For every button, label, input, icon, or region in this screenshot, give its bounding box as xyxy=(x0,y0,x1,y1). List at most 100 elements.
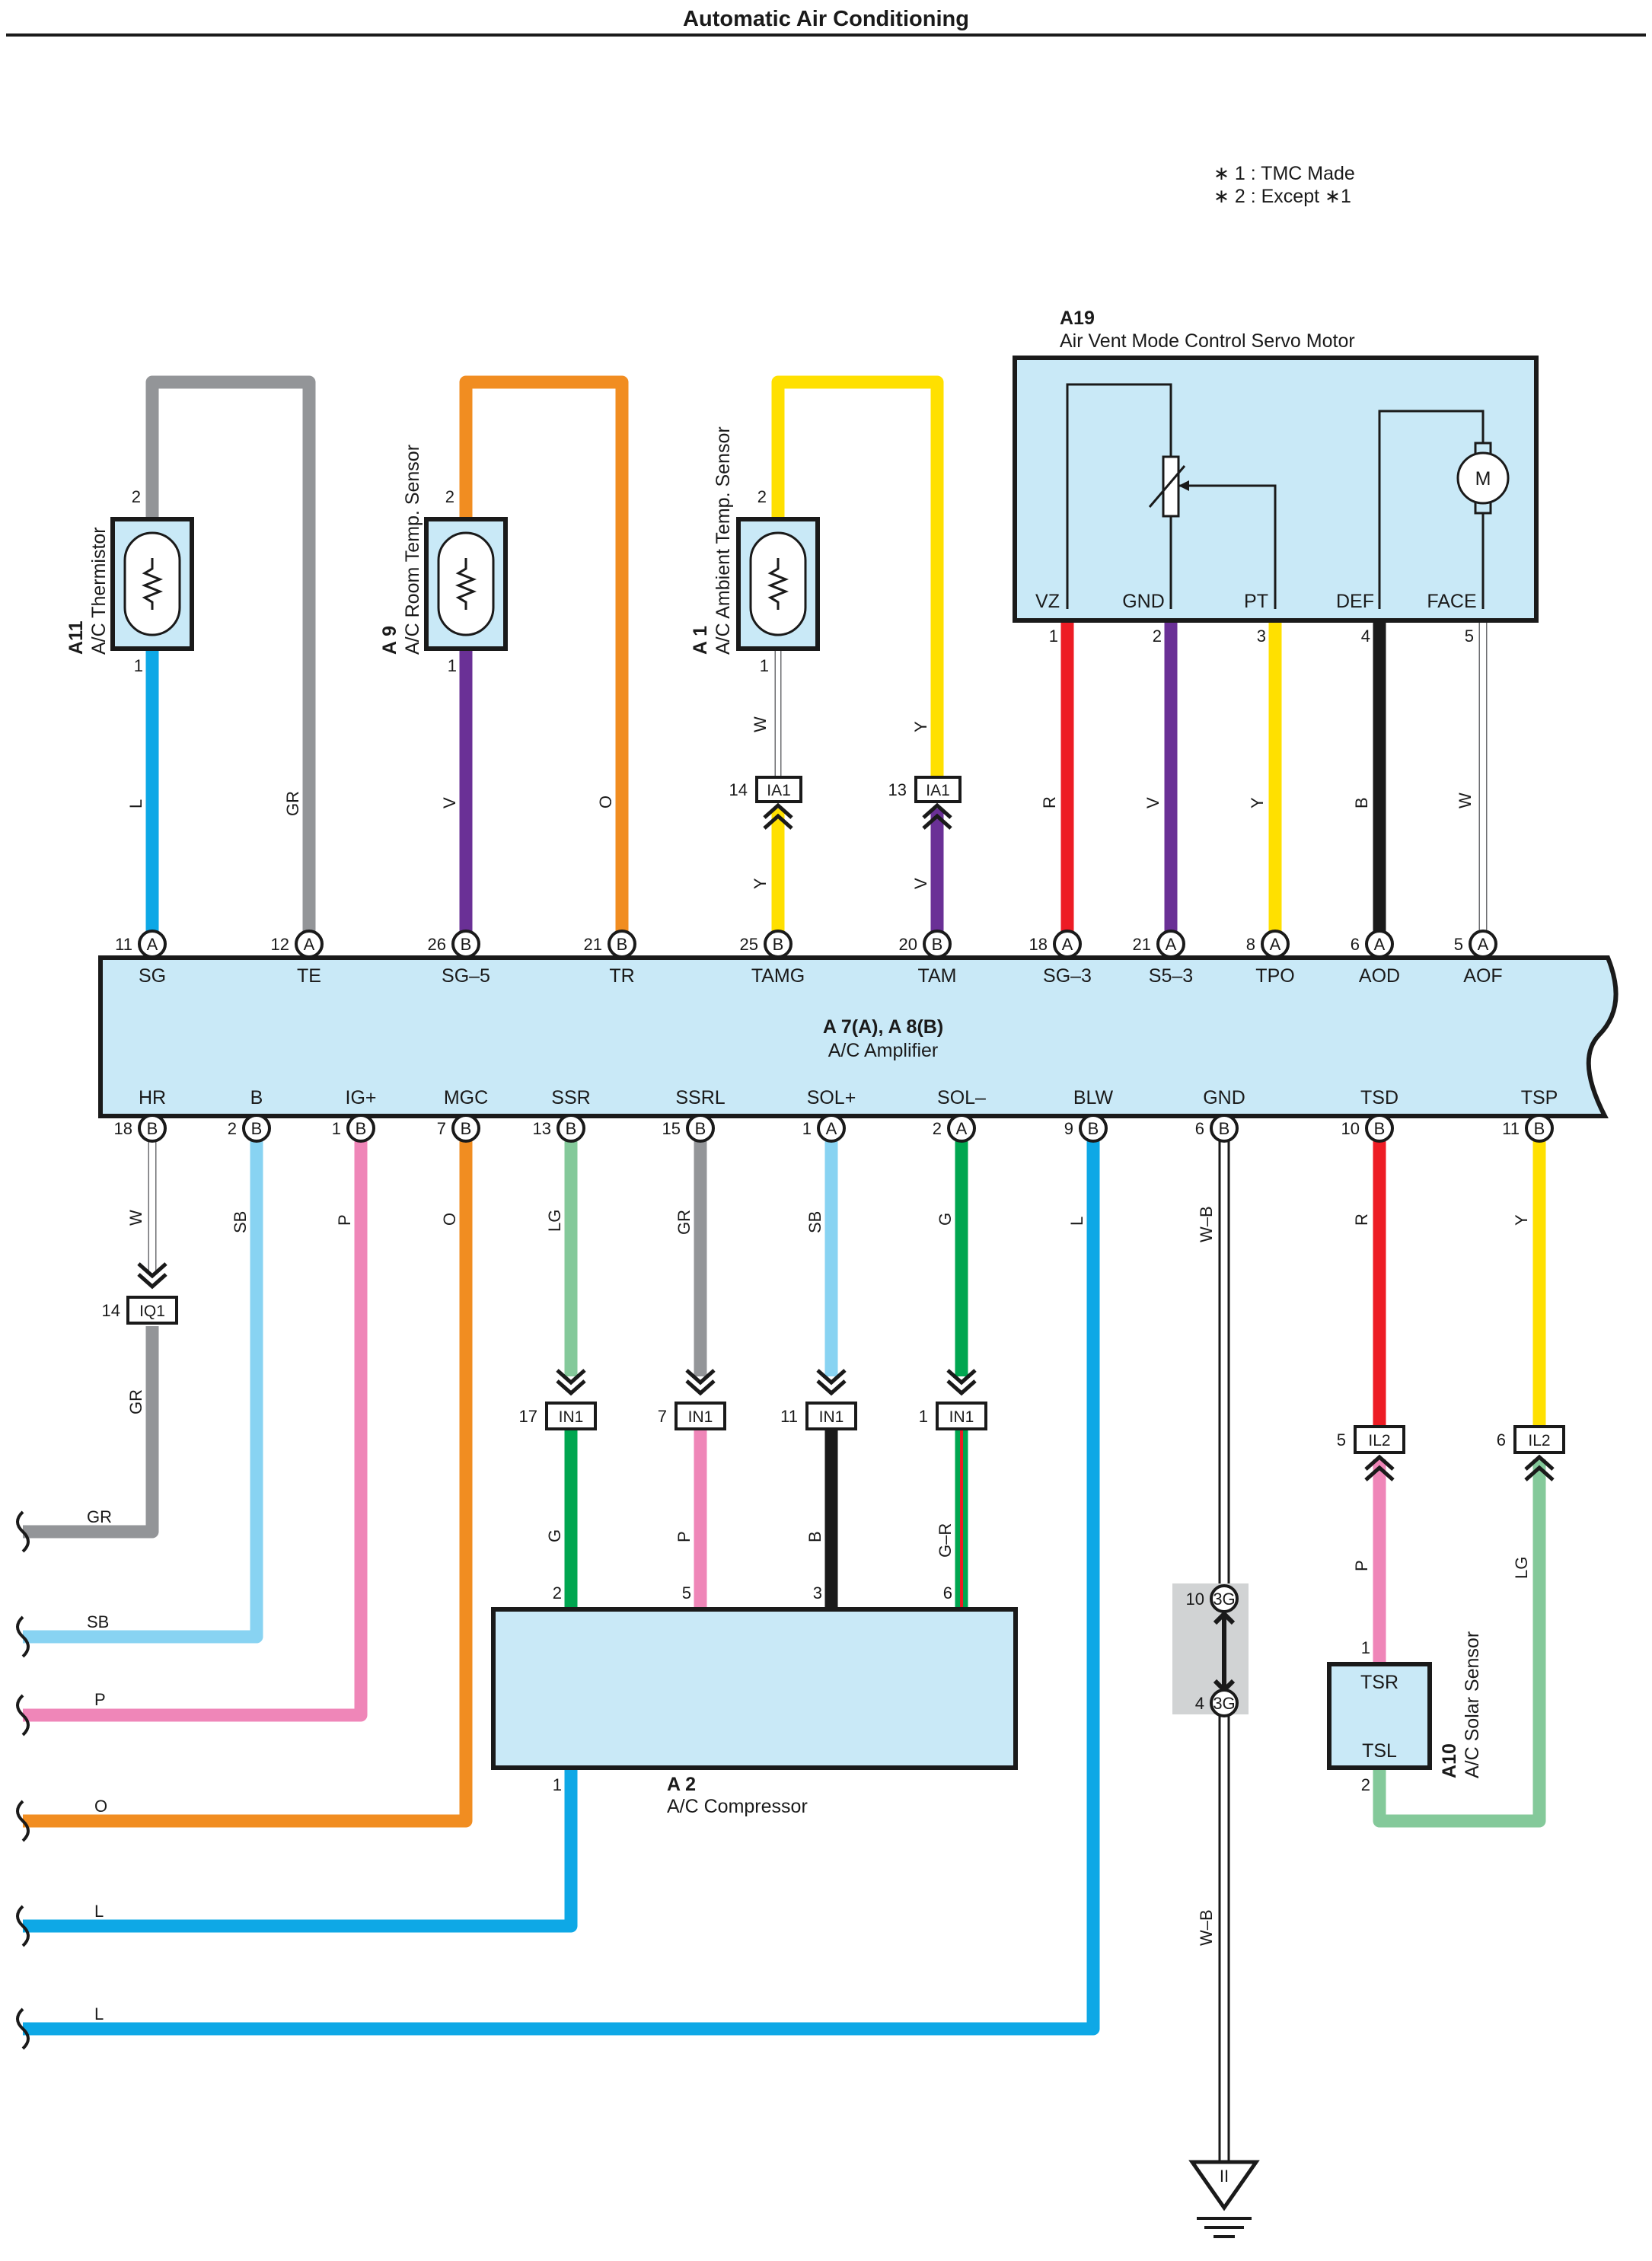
note-1: ∗ 1 : TMC Made xyxy=(1213,163,1355,184)
svg-text:2: 2 xyxy=(132,487,141,506)
svg-text:6: 6 xyxy=(1351,935,1360,954)
svg-text:SSR: SSR xyxy=(551,1087,590,1108)
svg-text:L: L xyxy=(94,1902,104,1921)
svg-text:L: L xyxy=(94,2004,104,2023)
svg-text:IN1: IN1 xyxy=(559,1408,584,1426)
svg-text:7: 7 xyxy=(658,1407,667,1426)
svg-text:R: R xyxy=(1040,796,1059,808)
svg-text:O: O xyxy=(596,796,615,808)
svg-text:A: A xyxy=(1270,935,1281,954)
svg-text:TSR: TSR xyxy=(1360,1672,1398,1693)
svg-text:LG: LG xyxy=(545,1210,564,1232)
terminal-tam: B 20 TAM xyxy=(899,930,956,987)
chevron-up-icon xyxy=(1364,1454,1395,1481)
svg-text:SB: SB xyxy=(231,1211,250,1233)
junction-il2-6: IL2 6 xyxy=(1497,1425,1565,1481)
svg-text:Air Vent Mode Control Servo Mo: Air Vent Mode Control Servo Motor xyxy=(1060,330,1355,352)
svg-text:PT: PT xyxy=(1244,591,1268,612)
svg-text:GR: GR xyxy=(87,1507,112,1526)
svg-text:11: 11 xyxy=(780,1407,798,1426)
svg-text:W–B: W–B xyxy=(1197,1206,1216,1242)
svg-text:P: P xyxy=(335,1214,354,1226)
svg-text:B: B xyxy=(773,935,784,954)
svg-text:IA1: IA1 xyxy=(926,782,950,799)
svg-text:13: 13 xyxy=(888,780,907,799)
svg-text:IN1: IN1 xyxy=(819,1408,844,1426)
svg-text:SOL–: SOL– xyxy=(937,1087,986,1108)
svg-text:4: 4 xyxy=(1361,627,1370,646)
svg-text:GR: GR xyxy=(283,791,302,816)
compressor-a2: 2 5 3 6 1 A 2 A/C Compressor xyxy=(491,1583,1018,1817)
svg-text:B: B xyxy=(251,1119,263,1138)
svg-text:SB: SB xyxy=(87,1612,109,1631)
svg-text:A19: A19 xyxy=(1060,308,1095,329)
ground-icon xyxy=(1188,2160,1260,2212)
svg-text:2: 2 xyxy=(553,1583,562,1602)
svg-text:W–B: W–B xyxy=(1197,1909,1216,1946)
svg-text:A/C Compressor: A/C Compressor xyxy=(667,1796,808,1817)
junction-in1-7: IN1 7 xyxy=(658,1369,726,1430)
svg-text:GR: GR xyxy=(126,1389,145,1414)
svg-text:GND: GND xyxy=(1203,1087,1245,1108)
amplifier-bottom-terminals: HR B 18 B B 2 IG+ B 1 MGC B 7 SSR B 13 xyxy=(114,1087,1558,1143)
svg-text:A/C Ambient Temp. Sensor: A/C Ambient Temp. Sensor xyxy=(713,426,734,655)
svg-text:2: 2 xyxy=(1153,627,1162,646)
terminal-solp: SOL+ A 1 xyxy=(802,1087,856,1143)
junction-ia1-13: IA1 13 xyxy=(888,776,962,830)
sensor-a11: 2 1 A11 A/C Thermistor xyxy=(65,487,194,675)
svg-text:B: B xyxy=(566,1119,577,1138)
wire-labels: L GR V O W Y Y V R V Y B W W GR SB P O L… xyxy=(87,716,1531,2023)
junction-in1-11: IN1 11 xyxy=(780,1369,857,1430)
terminal-solm: SOL– A 2 xyxy=(933,1087,986,1143)
junction-in1-1: IN1 1 xyxy=(919,1369,987,1430)
svg-text:B: B xyxy=(805,1531,824,1542)
terminal-b: B B 2 xyxy=(228,1087,271,1143)
svg-text:25: 25 xyxy=(740,935,758,954)
svg-text:VZ: VZ xyxy=(1035,591,1060,612)
svg-text:A/C Thermistor: A/C Thermistor xyxy=(88,527,110,655)
junction-ia1-14: IA1 14 xyxy=(729,776,802,830)
svg-text:A: A xyxy=(1062,935,1073,954)
junction-il2-5: IL2 5 xyxy=(1337,1425,1405,1481)
svg-text:13: 13 xyxy=(533,1119,551,1138)
svg-text:SG: SG xyxy=(139,965,166,987)
svg-text:TR: TR xyxy=(609,965,634,987)
svg-text:A 9: A 9 xyxy=(379,626,400,655)
svg-text:B: B xyxy=(461,1119,472,1138)
svg-text:SSRL: SSRL xyxy=(675,1087,725,1108)
svg-text:21: 21 xyxy=(1133,935,1151,954)
svg-text:2: 2 xyxy=(228,1119,237,1138)
svg-text:GND: GND xyxy=(1122,591,1165,612)
terminal-sg5: B 26 SG–5 xyxy=(428,930,490,987)
svg-text:B: B xyxy=(1374,1119,1386,1138)
svg-text:1: 1 xyxy=(448,656,457,675)
svg-text:3G: 3G xyxy=(1213,1694,1235,1713)
svg-text:LG: LG xyxy=(1512,1557,1531,1579)
chevron-up-icon xyxy=(1524,1454,1555,1481)
svg-text:G–R: G–R xyxy=(936,1523,955,1558)
svg-text:2: 2 xyxy=(933,1119,942,1138)
svg-text:1: 1 xyxy=(332,1119,341,1138)
wire-break-marks xyxy=(16,1510,30,2050)
svg-text:AOD: AOD xyxy=(1359,965,1400,987)
svg-text:SB: SB xyxy=(805,1211,824,1233)
svg-text:SG–3: SG–3 xyxy=(1043,965,1092,987)
svg-text:5: 5 xyxy=(1454,935,1463,954)
chevron-down-icon xyxy=(685,1369,716,1396)
svg-text:B: B xyxy=(147,1119,158,1138)
svg-text:TSP: TSP xyxy=(1521,1087,1558,1108)
wire-room-o xyxy=(459,375,629,940)
svg-text:17: 17 xyxy=(519,1407,537,1426)
sensor-a9: 2 1 A 9 A/C Room Temp. Sensor xyxy=(379,445,508,675)
chevron-down-icon xyxy=(816,1369,847,1396)
terminal-mgc: MGC B 7 xyxy=(437,1087,488,1143)
svg-text:R: R xyxy=(1352,1213,1371,1226)
terminal-ig: IG+ B 1 xyxy=(332,1087,377,1143)
svg-text:TE: TE xyxy=(297,965,321,987)
svg-text:1: 1 xyxy=(802,1119,812,1138)
amplifier-body xyxy=(98,955,1619,1118)
svg-text:A: A xyxy=(304,935,315,954)
wire-ig-p xyxy=(23,1127,368,1722)
svg-text:2: 2 xyxy=(1361,1775,1370,1794)
svg-text:A 1: A 1 xyxy=(690,626,711,655)
